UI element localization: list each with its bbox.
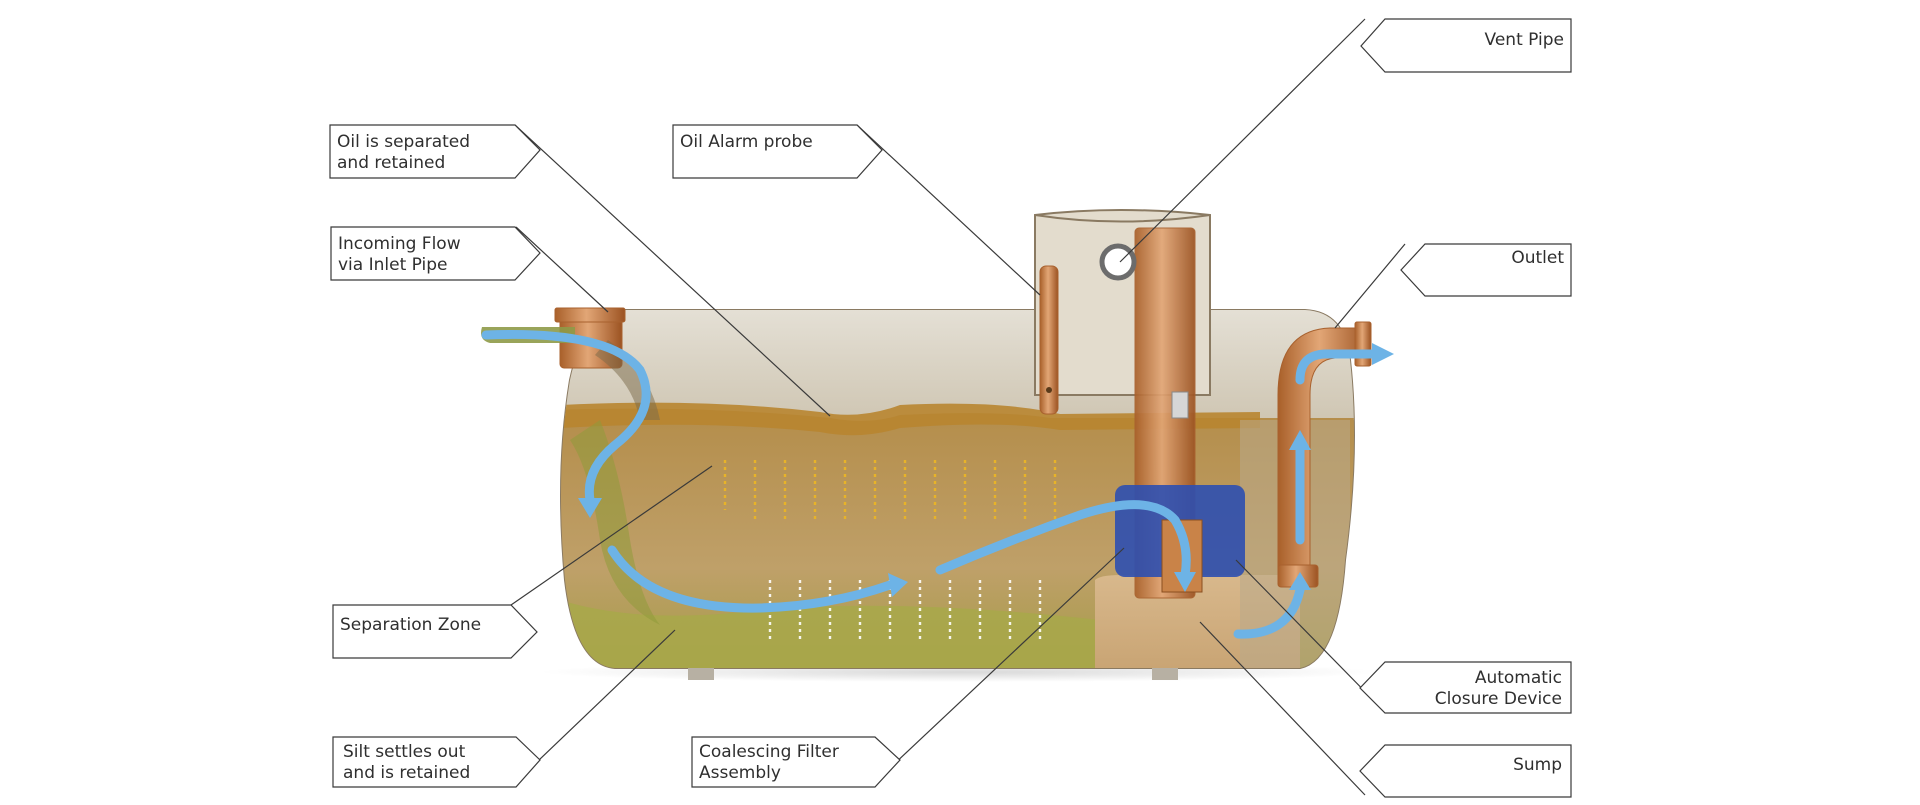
label-vent-pipe: Vent Pipe	[1360, 18, 1572, 73]
label-separation-zone-text: Separation Zone	[340, 615, 481, 635]
label-oil-alarm-text: Oil Alarm probe	[680, 132, 813, 152]
label-vent-pipe-text: Vent Pipe	[1485, 30, 1564, 50]
label-oil-separated-line2: and retained	[337, 153, 445, 173]
label-separation-zone: Separation Zone	[332, 604, 538, 659]
label-incoming-flow: Incoming Flow via Inlet Pipe	[330, 226, 541, 281]
label-closure-line1: Automatic	[1475, 668, 1562, 688]
label-silt-line1: Silt settles out	[343, 742, 466, 762]
tank-foot-right	[1152, 668, 1178, 680]
silt-layer	[561, 600, 1100, 668]
oil-alarm-probe	[1039, 265, 1059, 415]
label-silt-line2: and is retained	[343, 763, 470, 783]
oil-layer	[561, 402, 1260, 436]
flow-arrows	[481, 329, 1394, 639]
label-outlet: Outlet	[1400, 243, 1572, 297]
leader-lines	[510, 18, 1406, 796]
silt-settling-lines	[768, 580, 1042, 640]
label-coalescing-line2: Assembly	[699, 763, 781, 783]
label-closure: Automatic Closure Device	[1359, 661, 1572, 714]
label-closure-line2: Closure Device	[1435, 689, 1562, 709]
oil-droplets	[723, 460, 1057, 520]
label-outlet-text: Outlet	[1511, 248, 1564, 268]
label-incoming-flow-line2: via Inlet Pipe	[338, 255, 448, 275]
vent-pipe-port	[1099, 243, 1137, 281]
label-coalescing-line1: Coalescing Filter	[699, 742, 839, 762]
label-sump-text: Sump	[1513, 755, 1562, 775]
tank-foot-left	[688, 668, 714, 680]
label-coalescing: Coalescing Filter Assembly	[691, 736, 901, 788]
tank-body	[560, 309, 1355, 669]
label-oil-separated-line1: Oil is separated	[337, 132, 470, 152]
label-silt: Silt settles out and is retained	[332, 736, 541, 788]
label-sump: Sump	[1359, 744, 1572, 798]
label-oil-alarm: Oil Alarm probe	[672, 124, 883, 179]
label-oil-separated: Oil is separated and retained	[329, 124, 541, 179]
label-incoming-flow-line1: Incoming Flow	[338, 234, 461, 254]
